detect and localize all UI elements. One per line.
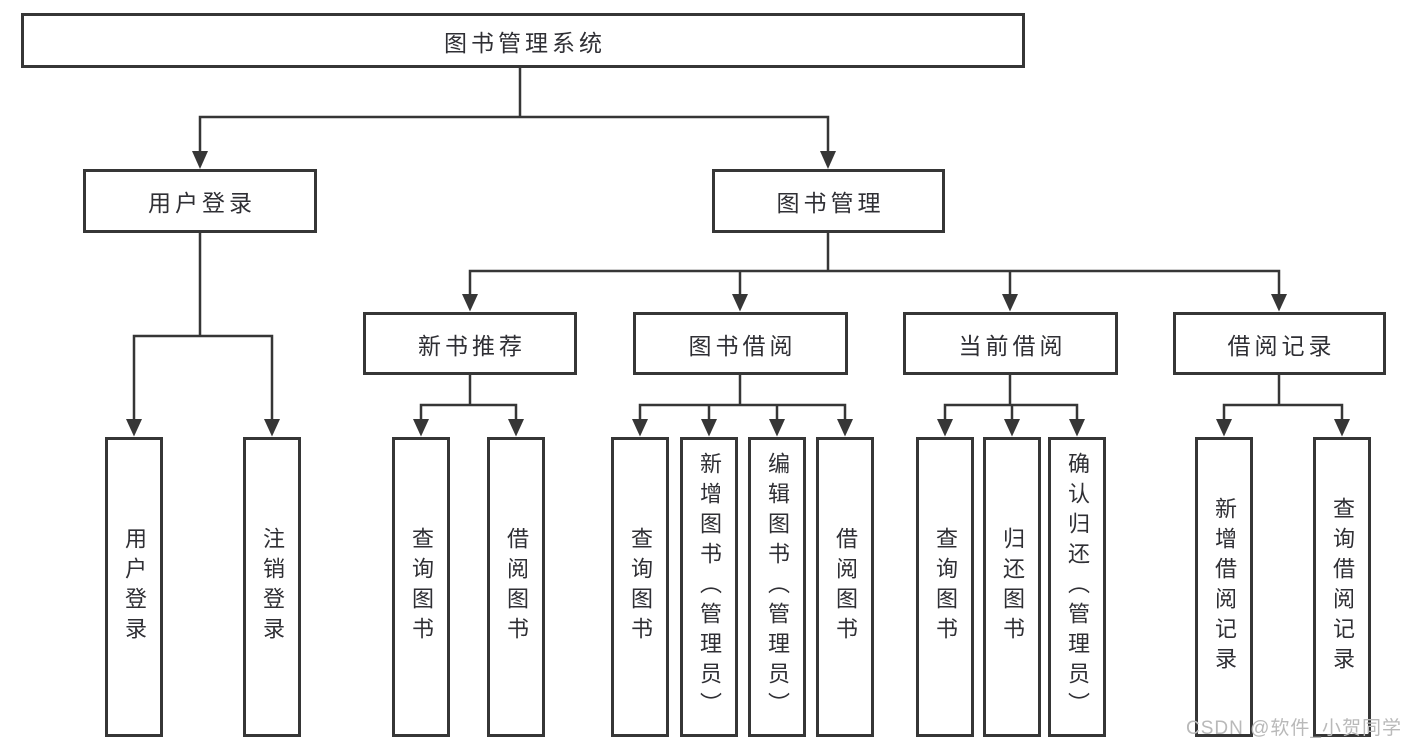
- node-new-book-recommend: 新书推荐: [363, 312, 577, 375]
- node-label: 图书管理系统: [444, 29, 606, 56]
- leaf-bb-borrow-books: 借阅图书: [816, 437, 874, 737]
- leaf-nbr-query-books: 查询图书: [392, 437, 450, 737]
- node-label: 图书借阅: [688, 332, 797, 359]
- leaf-user-login: 用户登录: [105, 437, 163, 737]
- leaf-br-query-record: 查询借阅记录: [1313, 437, 1371, 737]
- leaf-label: 编辑图书（管理员）: [765, 452, 790, 722]
- leaf-label: 查询图书: [628, 527, 653, 647]
- leaf-cb-return-books: 归还图书: [983, 437, 1041, 737]
- leaf-cb-confirm-return-admin: 确认归还（管理员）: [1048, 437, 1106, 737]
- leaf-label: 用户登录: [122, 527, 147, 647]
- leaf-label: 确认归还（管理员）: [1065, 452, 1090, 722]
- leaf-label: 查询借阅记录: [1330, 497, 1355, 677]
- node-label: 新书推荐: [418, 332, 526, 359]
- leaf-nbr-borrow-books: 借阅图书: [487, 437, 545, 737]
- node-label: 图书管理: [776, 190, 885, 216]
- leaf-label: 借阅图书: [833, 527, 858, 647]
- leaf-bb-query-books: 查询图书: [611, 437, 669, 737]
- leaf-bb-add-books-admin: 新增图书（管理员）: [680, 437, 738, 737]
- node-borrow-records: 借阅记录: [1173, 312, 1386, 375]
- leaf-label: 查询图书: [409, 527, 434, 647]
- leaf-label: 新增借阅记录: [1212, 497, 1237, 677]
- leaf-br-add-record: 新增借阅记录: [1195, 437, 1253, 737]
- leaf-label: 新增图书（管理员）: [697, 452, 722, 722]
- node-label: 用户登录: [148, 190, 256, 216]
- node-book-borrow: 图书借阅: [633, 312, 848, 375]
- node-label: 当前借阅: [958, 332, 1067, 359]
- leaf-logout: 注销登录: [243, 437, 301, 737]
- root-node-library-system: 图书管理系统: [21, 13, 1025, 68]
- node-user-login: 用户登录: [83, 169, 317, 233]
- leaf-label: 归还图书: [1000, 527, 1025, 647]
- leaf-cb-query-books: 查询图书: [916, 437, 974, 737]
- leaf-label: 查询图书: [933, 527, 958, 647]
- node-label: 借阅记录: [1227, 332, 1336, 359]
- leaf-label: 借阅图书: [504, 527, 529, 647]
- node-book-management: 图书管理: [712, 169, 945, 233]
- node-current-borrow: 当前借阅: [903, 312, 1118, 375]
- leaf-bb-edit-books-admin: 编辑图书（管理员）: [748, 437, 806, 737]
- csdn-watermark: CSDN @软件_小贺同学: [1186, 718, 1402, 739]
- leaf-label: 注销登录: [260, 527, 285, 647]
